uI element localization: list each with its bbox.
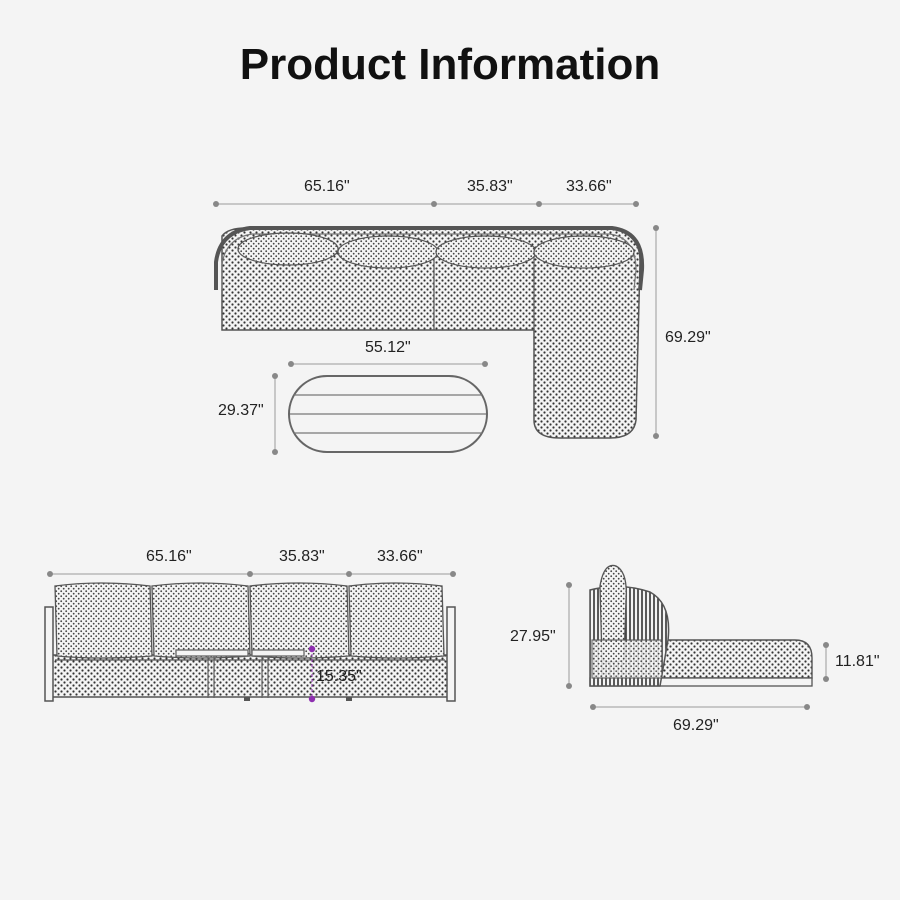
front-back-cushion <box>151 582 251 659</box>
dim-endpoint <box>272 373 278 379</box>
dim-endpoint <box>272 449 278 455</box>
dim-endpoint <box>653 225 659 231</box>
backrest-rim-inner <box>221 233 637 291</box>
back-cushion <box>533 235 635 269</box>
side-depth-label: 69.29" <box>673 717 719 734</box>
side-chaise-seat <box>659 639 813 679</box>
front-right-arm <box>446 606 456 702</box>
back-cushion <box>337 235 439 269</box>
dim-endpoint <box>450 571 456 577</box>
dim-endpoint <box>47 571 53 577</box>
dim-endpoint <box>308 645 316 653</box>
front-width-b-label: 35.83" <box>279 548 325 565</box>
front-seat-base <box>49 654 451 698</box>
top-width-c-label: 33.66" <box>566 178 612 195</box>
front-width-a-label: 65.16" <box>146 548 192 565</box>
top-width-a-label: 65.16" <box>304 178 350 195</box>
backrest-rim <box>214 226 645 291</box>
table-depth-label: 29.37" <box>218 402 264 419</box>
dim-endpoint <box>247 571 253 577</box>
dim-endpoint <box>482 361 488 367</box>
dim-endpoint <box>213 201 219 207</box>
side-height-label: 27.95" <box>510 628 556 645</box>
side-view <box>566 564 829 710</box>
top-width-b-label: 35.83" <box>467 178 513 195</box>
side-table <box>251 649 305 698</box>
dim-endpoint <box>346 571 352 577</box>
table-width-label: 55.12" <box>365 339 411 356</box>
top-depth-label: 69.29" <box>665 329 711 346</box>
front-back-cushion <box>54 582 153 659</box>
dim-endpoint <box>823 642 829 648</box>
sofa-leg <box>346 697 352 701</box>
front-width-c-label: 33.66" <box>377 548 423 565</box>
back-cushion <box>237 232 339 266</box>
top-view <box>213 201 659 455</box>
dim-endpoint <box>431 201 437 207</box>
dim-endpoint <box>633 201 639 207</box>
page-title: Product Information <box>239 40 661 89</box>
dim-endpoint <box>566 683 572 689</box>
sofa-leg <box>244 697 250 701</box>
side-table <box>175 649 249 698</box>
dim-endpoint <box>536 201 542 207</box>
dim-endpoint <box>566 582 572 588</box>
back-cushion <box>435 235 537 269</box>
dim-endpoint <box>653 433 659 439</box>
seat-height-label: 11.81" <box>835 653 880 670</box>
front-back-cushion <box>249 582 350 659</box>
dim-endpoint <box>823 676 829 682</box>
dim-endpoint <box>590 704 596 710</box>
dim-endpoint <box>308 695 316 703</box>
front-back-cushion <box>348 582 445 659</box>
front-view <box>44 571 456 703</box>
side-seat-cushion <box>591 639 663 679</box>
dim-endpoint <box>804 704 810 710</box>
table-height-label: 15.35" <box>316 668 362 685</box>
dim-endpoint <box>288 361 294 367</box>
front-left-arm <box>44 606 54 702</box>
